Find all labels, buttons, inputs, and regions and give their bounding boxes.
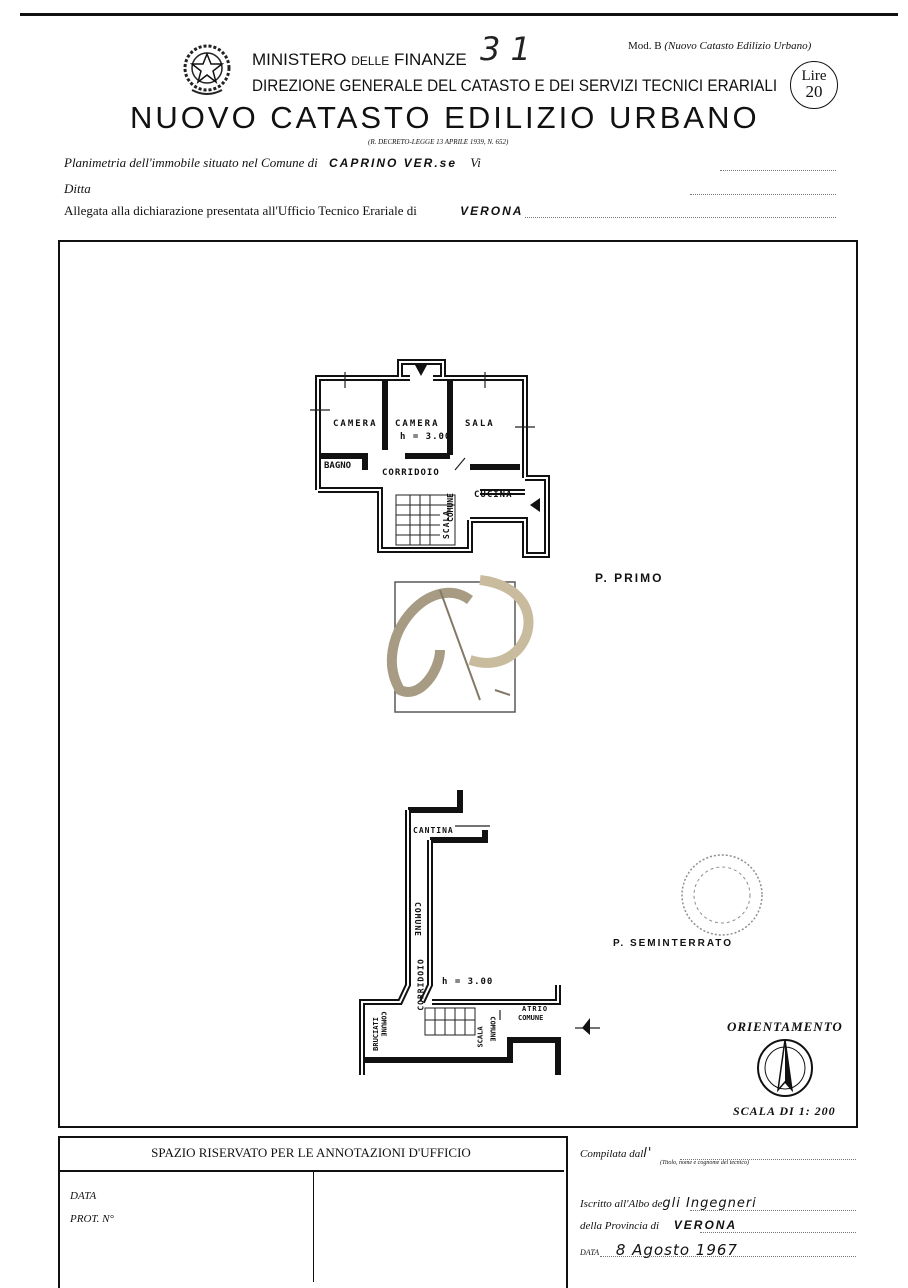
height-label-seminterrato: h = 3.00: [442, 977, 494, 987]
iscritto-row: Iscritto all'Albo degli Ingegneri: [580, 1196, 757, 1211]
compilata-hint: (Titolo, nome e cognome del tecnico): [660, 1160, 749, 1166]
document-title: NUOVO CATASTO EDILIZIO URBANO: [130, 100, 760, 135]
plan-primo-walls: [310, 359, 550, 558]
lire-label: Lire: [801, 68, 827, 84]
office-annotations-heading: SPAZIO RISERVATO PER LE ANNOTAZIONI D'UF…: [58, 1136, 564, 1172]
room-label-comune: COMUNE: [445, 493, 455, 522]
compilata-value: l': [643, 1146, 653, 1161]
decree-reference: (R. DECRETO-LEGGE 13 APRILE 1939, N. 652…: [368, 138, 509, 146]
room-label-sala: SALA: [465, 419, 495, 429]
room-label-scala-seminterrato: SCALA: [476, 1026, 485, 1048]
compilata-label: Compilata dal: [580, 1148, 644, 1160]
room-label-corridoio-seminterrato: CORRIDOIO: [416, 958, 426, 1011]
room-label-bruciati-comune: COMUNE: [379, 1011, 388, 1037]
allegata-label: Allegata alla dichiarazione presentata a…: [64, 203, 417, 218]
ufficio-value: VERONA: [460, 204, 524, 218]
comune-value: CAPRINO VER.se: [328, 156, 458, 170]
room-label-atrio: ATRIO: [522, 1005, 549, 1013]
compilata-row: Compilata dall': [580, 1146, 652, 1161]
annotation-protocol-label: PROT. N°: [70, 1213, 114, 1225]
plan-seminterrato-walls: [359, 790, 600, 1075]
lire-value: 20: [805, 82, 823, 101]
italian-republic-emblem-icon: [183, 44, 231, 95]
room-label-cucina: CUCINA: [474, 490, 513, 500]
height-label-primo: h = 3.00: [400, 432, 452, 442]
via-label: Vi: [470, 155, 481, 170]
ministry-name: MINISTERO DELLE FINANZE: [252, 50, 467, 70]
mod-code: Mod. B: [628, 40, 662, 52]
office-annotations-box: [58, 1136, 568, 1288]
compiled-date-value: 8 Agosto 1967: [615, 1241, 738, 1259]
room-label-camera-1: CAMERA: [333, 419, 378, 429]
orientation-label: ORIENTAMENTO: [727, 1019, 843, 1034]
ditta-label: Ditta: [64, 181, 91, 196]
iscritto-value: gli Ingegneri: [662, 1196, 757, 1211]
office-stamp-icon: [681, 854, 763, 936]
iscritto-label: Iscritto all'Albo de: [580, 1198, 663, 1210]
room-label-comune-corridoio: COMUNE: [412, 902, 422, 937]
ministero-text: MINISTERO: [252, 50, 347, 69]
direzione-heading: DIREZIONE GENERALE DEL CATASTO E DEI SER…: [252, 76, 778, 95]
finanze-text: FINANZE: [393, 50, 467, 69]
planimetria-label: Planimetria dell'immobile situato nel Co…: [64, 155, 318, 170]
allegata-row: Allegata alla dichiarazione presentata a…: [64, 203, 523, 219]
floor-label-primo: P. PRIMO: [595, 571, 664, 585]
planimetria-row: Planimetria dell'immobile situato nel Co…: [64, 155, 481, 171]
provincia-row: della Provincia di VERONA: [580, 1218, 737, 1232]
top-border-line: [20, 13, 898, 16]
drawing-frame: [58, 240, 858, 1128]
handwritten-number: 3 1: [480, 30, 531, 68]
compiled-date-label: DATA: [580, 1248, 600, 1257]
room-label-bagno: BAGNO: [324, 461, 352, 471]
room-label-scala-comune: COMUNE: [488, 1016, 497, 1042]
room-label-cantina: CANTINA: [413, 826, 454, 835]
room-label-camera-2: CAMERA: [395, 419, 440, 429]
room-label-corridoio: CORRIDOIO: [382, 468, 440, 478]
room-label-atrio-comune: COMUNE: [518, 1014, 544, 1022]
model-label: Mod. B (Nuovo Catasto Edilizio Urbano): [628, 40, 811, 52]
floor-label-seminterrato: P. SEMINTERRATO: [613, 938, 734, 949]
date-row: DATA 8 Agosto 1967: [580, 1241, 738, 1259]
annotation-date-label: DATA: [70, 1190, 97, 1202]
scale-label: SCALA DI 1: 200: [733, 1104, 836, 1118]
provincia-label: della Provincia di: [580, 1220, 660, 1232]
north-arrow-icon: [757, 1039, 813, 1097]
mod-note: (Nuovo Catasto Edilizio Urbano): [664, 40, 812, 52]
watermark-logo-icon: [386, 575, 534, 713]
annotations-divider: [313, 1172, 314, 1282]
delle-text: DELLE: [351, 54, 390, 68]
provincia-value: VERONA: [673, 1218, 738, 1232]
